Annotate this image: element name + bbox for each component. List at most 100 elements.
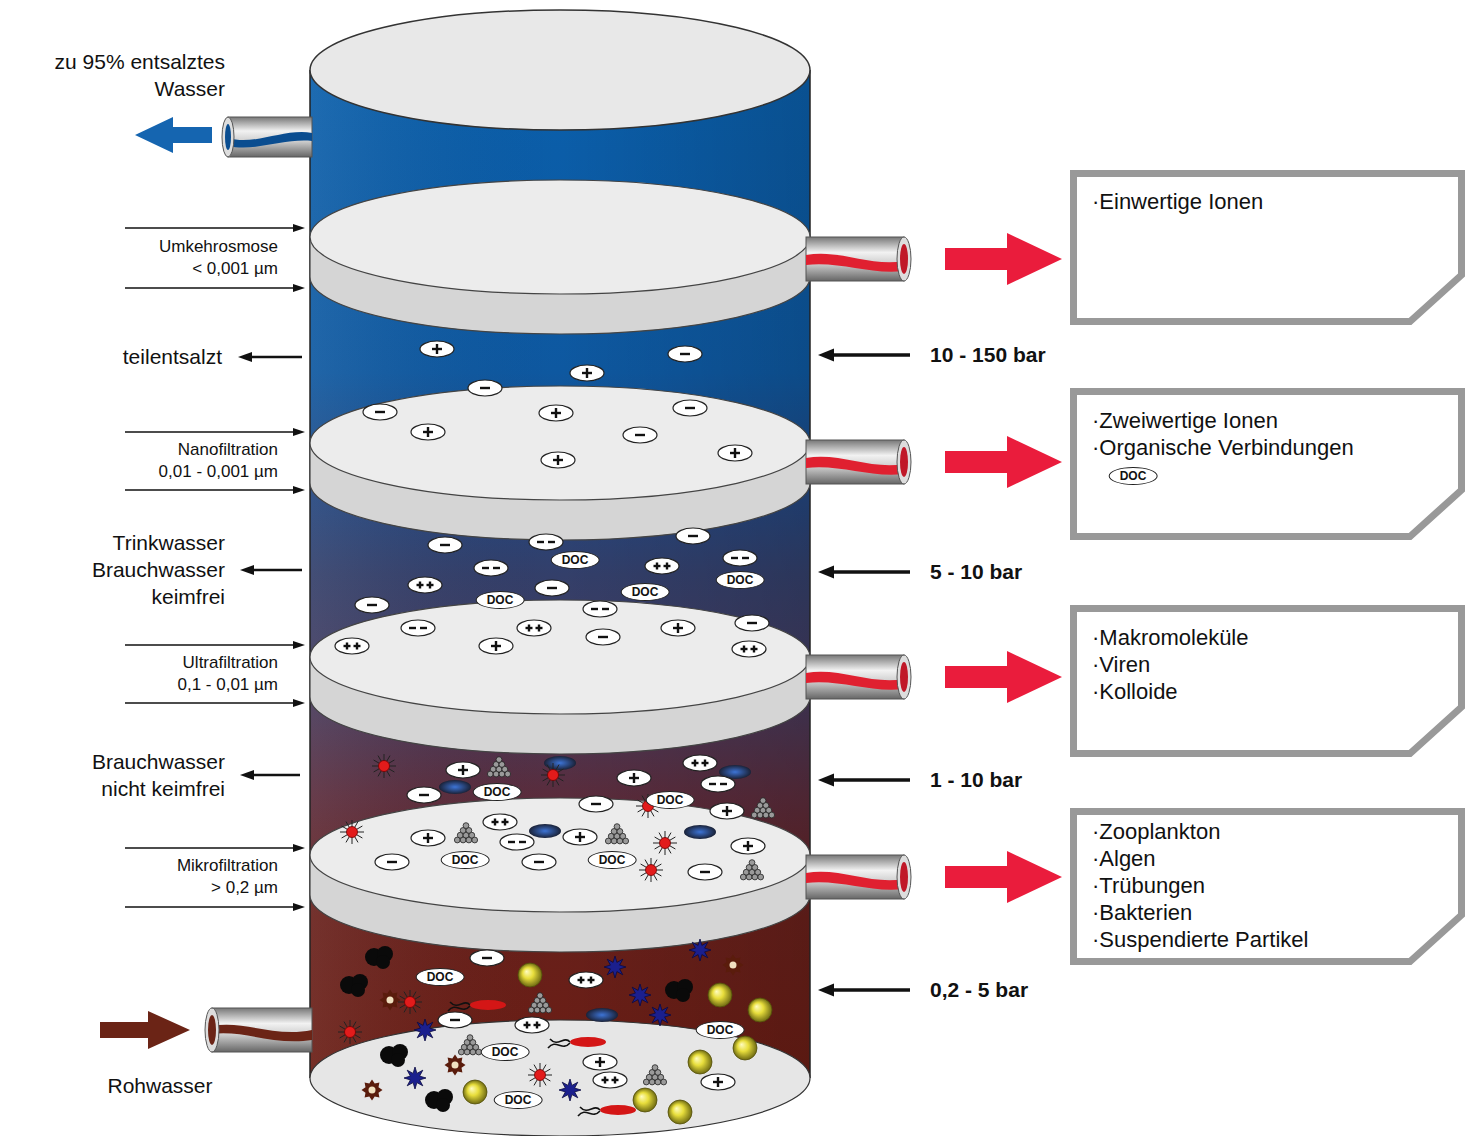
arrow-head bbox=[293, 844, 305, 852]
disc-top bbox=[310, 180, 810, 294]
ion-sign bbox=[579, 832, 581, 842]
virus-symbol bbox=[541, 763, 565, 787]
blob-part bbox=[351, 983, 365, 997]
column-wall bbox=[309, 70, 311, 1078]
ion-sign bbox=[753, 646, 755, 653]
virus-core bbox=[660, 838, 671, 849]
box-border bbox=[1074, 392, 1462, 537]
ion-body bbox=[645, 558, 679, 574]
pipe-stream bbox=[806, 254, 904, 272]
pipe-end bbox=[897, 655, 911, 699]
ion-body bbox=[428, 537, 462, 553]
ion-symbol bbox=[731, 838, 765, 854]
virus-symbol bbox=[338, 1020, 362, 1044]
outflow-arrow bbox=[238, 352, 302, 362]
membrane-label: Ultrafiltration 0,1 - 0,01 µm bbox=[163, 652, 278, 696]
particle-symbol bbox=[463, 1080, 487, 1104]
ion-sign bbox=[704, 760, 706, 767]
outlet-pipe bbox=[806, 237, 911, 281]
permeate-pipe bbox=[222, 117, 312, 157]
ion-sign bbox=[346, 643, 348, 650]
ion-body bbox=[355, 597, 389, 613]
ion-body bbox=[539, 405, 573, 421]
doc-symbol: DOC bbox=[494, 1091, 543, 1109]
particle-symbol bbox=[688, 1050, 712, 1074]
membrane-pointer bbox=[125, 284, 305, 292]
outlet-pipe bbox=[806, 440, 911, 484]
ion-body bbox=[583, 1054, 617, 1070]
ion-body bbox=[623, 427, 657, 443]
ion-symbol bbox=[718, 445, 752, 461]
ion-sign bbox=[419, 582, 421, 589]
arrow-shaft bbox=[125, 431, 293, 432]
ion-sign bbox=[743, 646, 745, 653]
ion-symbol bbox=[735, 615, 769, 631]
macromolecule-symbol bbox=[454, 823, 477, 843]
outflow-arrow bbox=[240, 770, 300, 780]
ion-symbol bbox=[710, 803, 744, 819]
ion-body bbox=[522, 854, 556, 870]
permeate-arrow bbox=[135, 117, 212, 153]
arrow-head bbox=[818, 984, 834, 997]
ion-symbol bbox=[676, 528, 710, 544]
pressure-label: 10 - 150 bar bbox=[930, 341, 1130, 368]
bacteria-symbol bbox=[578, 1105, 636, 1116]
doc-symbol: DOC bbox=[1109, 467, 1158, 485]
molecule-bead bbox=[652, 1065, 658, 1071]
doc-symbol: DOC bbox=[481, 1043, 530, 1061]
pressure-arrow bbox=[818, 984, 910, 997]
colloid-symbol bbox=[586, 1008, 618, 1022]
ion-sign bbox=[656, 563, 658, 570]
arrow-head bbox=[293, 699, 305, 707]
reject-arrow bbox=[945, 851, 1062, 903]
ion-body bbox=[483, 814, 517, 830]
ion-sign bbox=[742, 557, 749, 559]
ion-symbol bbox=[688, 864, 722, 880]
ion-sign bbox=[409, 627, 416, 629]
virus-symbol bbox=[340, 820, 364, 844]
ion-sign bbox=[482, 567, 489, 569]
zooplankton-symbol bbox=[689, 939, 711, 961]
particle-symbol bbox=[733, 1036, 757, 1060]
ion-body bbox=[586, 629, 620, 645]
ion-symbol bbox=[517, 620, 551, 636]
disc-top bbox=[310, 798, 810, 912]
arrow-head bbox=[293, 903, 305, 911]
ion-sign bbox=[508, 841, 515, 843]
virus-symbol bbox=[398, 990, 422, 1014]
ion-sign bbox=[666, 563, 668, 570]
arrow-head bbox=[293, 284, 305, 292]
arrow-shaft bbox=[834, 988, 910, 992]
ion-sign bbox=[548, 541, 555, 543]
ion-sign bbox=[633, 773, 635, 783]
virus-core bbox=[535, 1070, 546, 1081]
pipe-end bbox=[205, 1008, 219, 1052]
disc-top bbox=[310, 386, 810, 500]
ion-sign bbox=[429, 582, 431, 589]
ion-body bbox=[375, 854, 409, 870]
legend-box: ·Zooplankton·Algen·Trübungen·Bakterien·S… bbox=[1070, 808, 1465, 965]
ion-body bbox=[593, 1072, 627, 1088]
arrow-shaft bbox=[125, 287, 293, 288]
ion-body bbox=[535, 580, 569, 596]
ion-body bbox=[515, 1017, 549, 1033]
ion-body bbox=[563, 829, 597, 845]
legend-item: ·Zweiwertige Ionen bbox=[1092, 408, 1278, 434]
virus-symbol bbox=[653, 831, 677, 855]
ion-body bbox=[411, 424, 445, 440]
ion-body bbox=[363, 404, 397, 420]
membrane-disc bbox=[310, 180, 810, 334]
flagellum bbox=[580, 1107, 600, 1110]
membrane-pointer bbox=[125, 699, 305, 707]
pressure-arrow bbox=[818, 566, 910, 579]
macromolecule-symbol bbox=[740, 860, 763, 880]
membrane-disc bbox=[310, 798, 810, 952]
column-wall bbox=[809, 70, 811, 1078]
ion-symbol bbox=[579, 796, 613, 812]
ion-body bbox=[676, 528, 710, 544]
ion-symbol bbox=[645, 558, 679, 574]
outflow-label: Brauchwasser nicht keimfrei bbox=[75, 748, 225, 802]
flagellum bbox=[448, 1006, 470, 1011]
particle-symbol bbox=[748, 998, 772, 1022]
ion-symbol bbox=[683, 755, 717, 771]
